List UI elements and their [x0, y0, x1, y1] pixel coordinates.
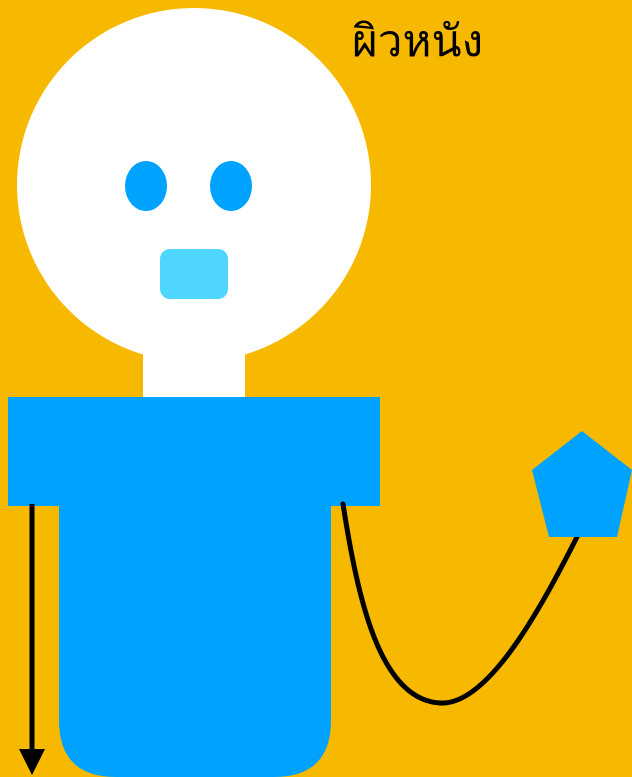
right-eye	[210, 161, 252, 211]
pentagon-shape	[532, 431, 632, 537]
torso	[59, 500, 331, 777]
skin-label: ผิวหนัง	[352, 14, 483, 70]
curved-line	[343, 504, 578, 703]
mouth	[160, 249, 228, 299]
arrow-head	[19, 749, 45, 775]
head-circle	[17, 8, 371, 362]
shoulder-bar	[8, 397, 380, 506]
left-eye	[125, 161, 167, 211]
